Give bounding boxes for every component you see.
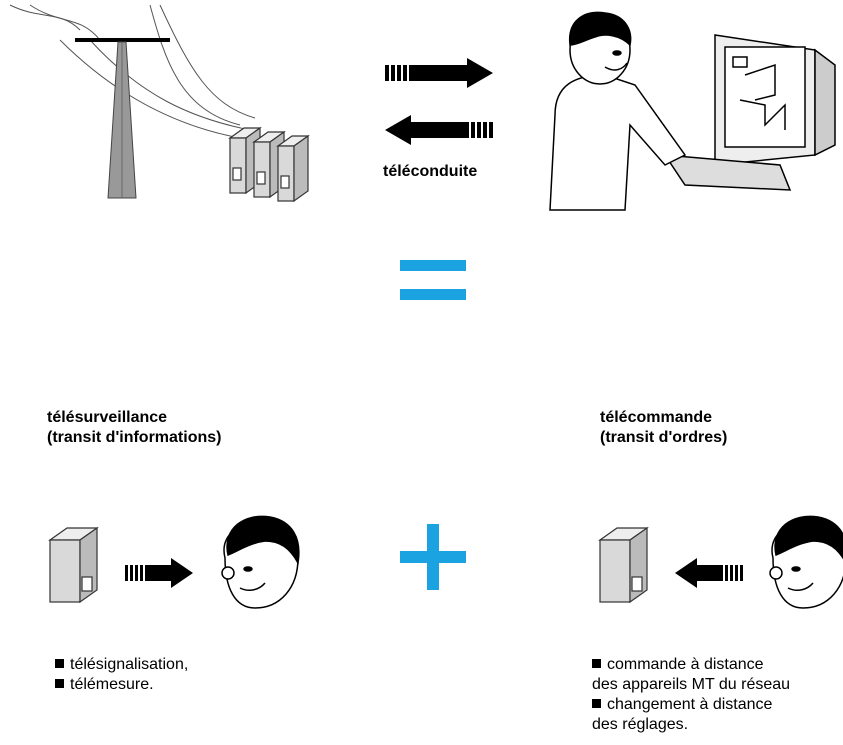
arrow-right-icon: [385, 58, 493, 88]
list-item-text: télésignalisation,: [70, 656, 189, 673]
list-item-text: changement à distance: [607, 696, 773, 713]
telecommande-title-line2: (transit d'ordres): [600, 429, 728, 446]
bullet-icon: [55, 659, 64, 668]
list-item-text: télémesure.: [70, 676, 154, 693]
bullet-icon: [55, 679, 64, 688]
cabinet-icon: [228, 126, 310, 203]
bullet-icon: [592, 659, 601, 668]
bullet-icon: [592, 699, 601, 708]
list-item-text: commande à distance: [607, 656, 764, 673]
cabinet-icon: [48, 526, 99, 604]
operator-computer-icon: [549, 11, 836, 211]
telesurveillance-title-line2: (transit d'informations): [47, 429, 222, 446]
telecommande-title-line1: télécommande: [600, 409, 713, 426]
list-item: télésignalisation,: [55, 655, 188, 675]
telesurveillance-title: télésurveillance (transit d'informations…: [47, 408, 221, 448]
telecommande-title: télécommande (transit d'ordres): [600, 408, 727, 448]
cabinet-icon: [598, 526, 649, 604]
list-item-continuation: des appareils MT du réseau: [592, 675, 790, 695]
teleconduite-label: téléconduite: [383, 163, 478, 180]
list-item-text: des réglages.: [592, 716, 689, 733]
arrow-right-icon: [125, 558, 193, 588]
list-item: télémesure.: [55, 675, 188, 695]
plus-icon: [400, 524, 466, 590]
arrow-left-icon: [675, 558, 743, 588]
telesurveillance-title-line1: télésurveillance: [47, 409, 168, 426]
arrow-left-icon: [385, 115, 493, 145]
power-pylon-icon: [9, 4, 256, 199]
list-item-text: des appareils MT du réseau: [592, 676, 791, 693]
right-items-list: commande à distance des appareils MT du …: [592, 655, 790, 735]
list-item: changement à distance: [592, 695, 790, 715]
face-icon: [769, 515, 843, 609]
list-item-continuation: des réglages.: [592, 715, 790, 735]
face-icon: [221, 515, 300, 609]
equals-icon: [400, 260, 466, 300]
list-item: commande à distance: [592, 655, 790, 675]
left-items-list: télésignalisation, télémesure.: [55, 655, 188, 695]
